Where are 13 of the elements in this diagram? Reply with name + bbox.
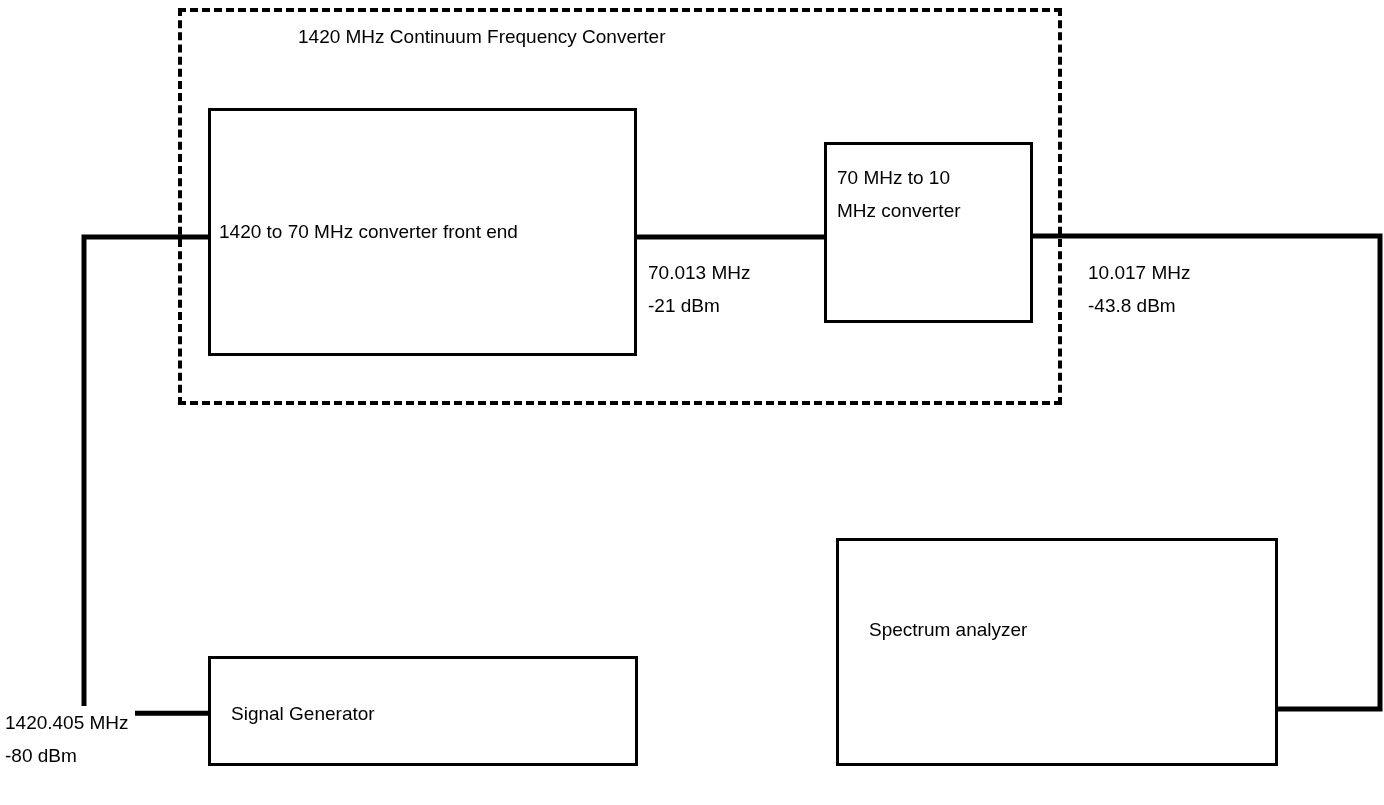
block-label: Signal Generator bbox=[231, 702, 376, 726]
block-box bbox=[208, 108, 637, 356]
block-box bbox=[836, 538, 1278, 766]
block-box bbox=[824, 142, 1033, 323]
block-label: 1420 to 70 MHz converter front end bbox=[219, 220, 519, 244]
signal-line bbox=[81, 234, 208, 716]
signal-line bbox=[637, 234, 824, 240]
signal-line bbox=[1033, 233, 1383, 712]
block-box bbox=[208, 656, 638, 766]
block-label: 70 MHz to 10 MHz converter bbox=[837, 166, 962, 223]
group-title: 1420 MHz Continuum Frequency Converter bbox=[298, 25, 667, 49]
block-label: Spectrum analyzer bbox=[869, 618, 1029, 642]
group-frame bbox=[178, 8, 1062, 405]
